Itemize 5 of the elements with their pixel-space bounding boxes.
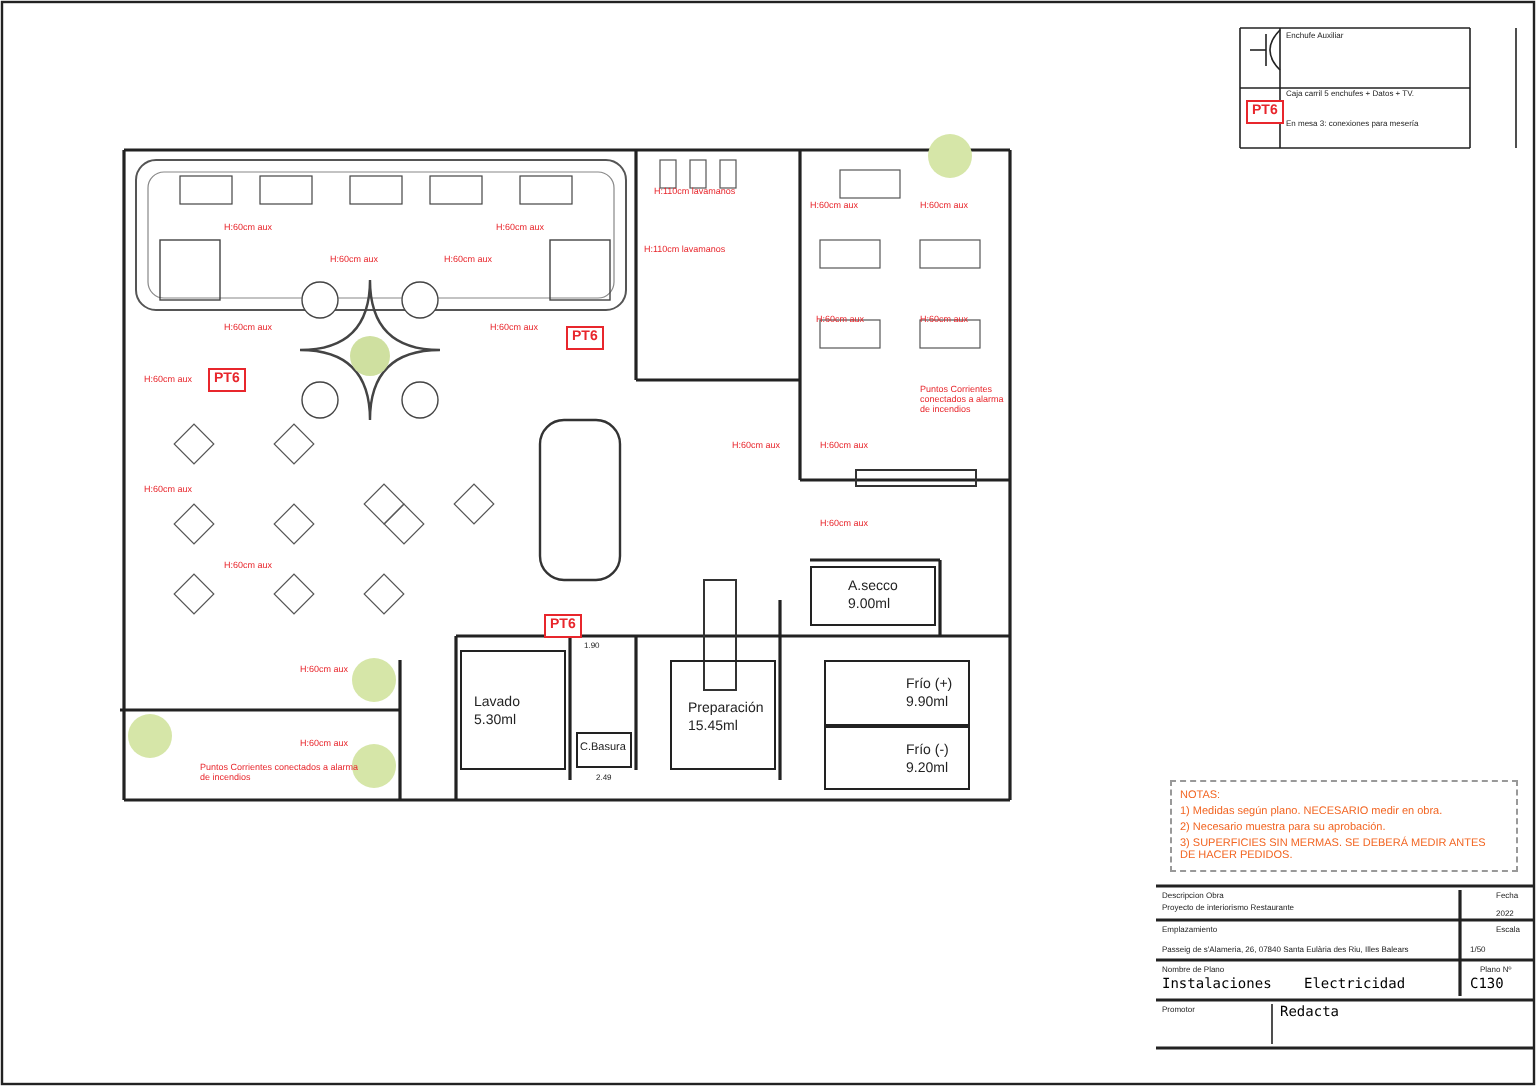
- room-outline: [824, 726, 970, 790]
- room-outline: [460, 650, 566, 770]
- room-outline: [824, 660, 970, 726]
- room-outline: [670, 660, 776, 770]
- room-outline: [810, 566, 936, 626]
